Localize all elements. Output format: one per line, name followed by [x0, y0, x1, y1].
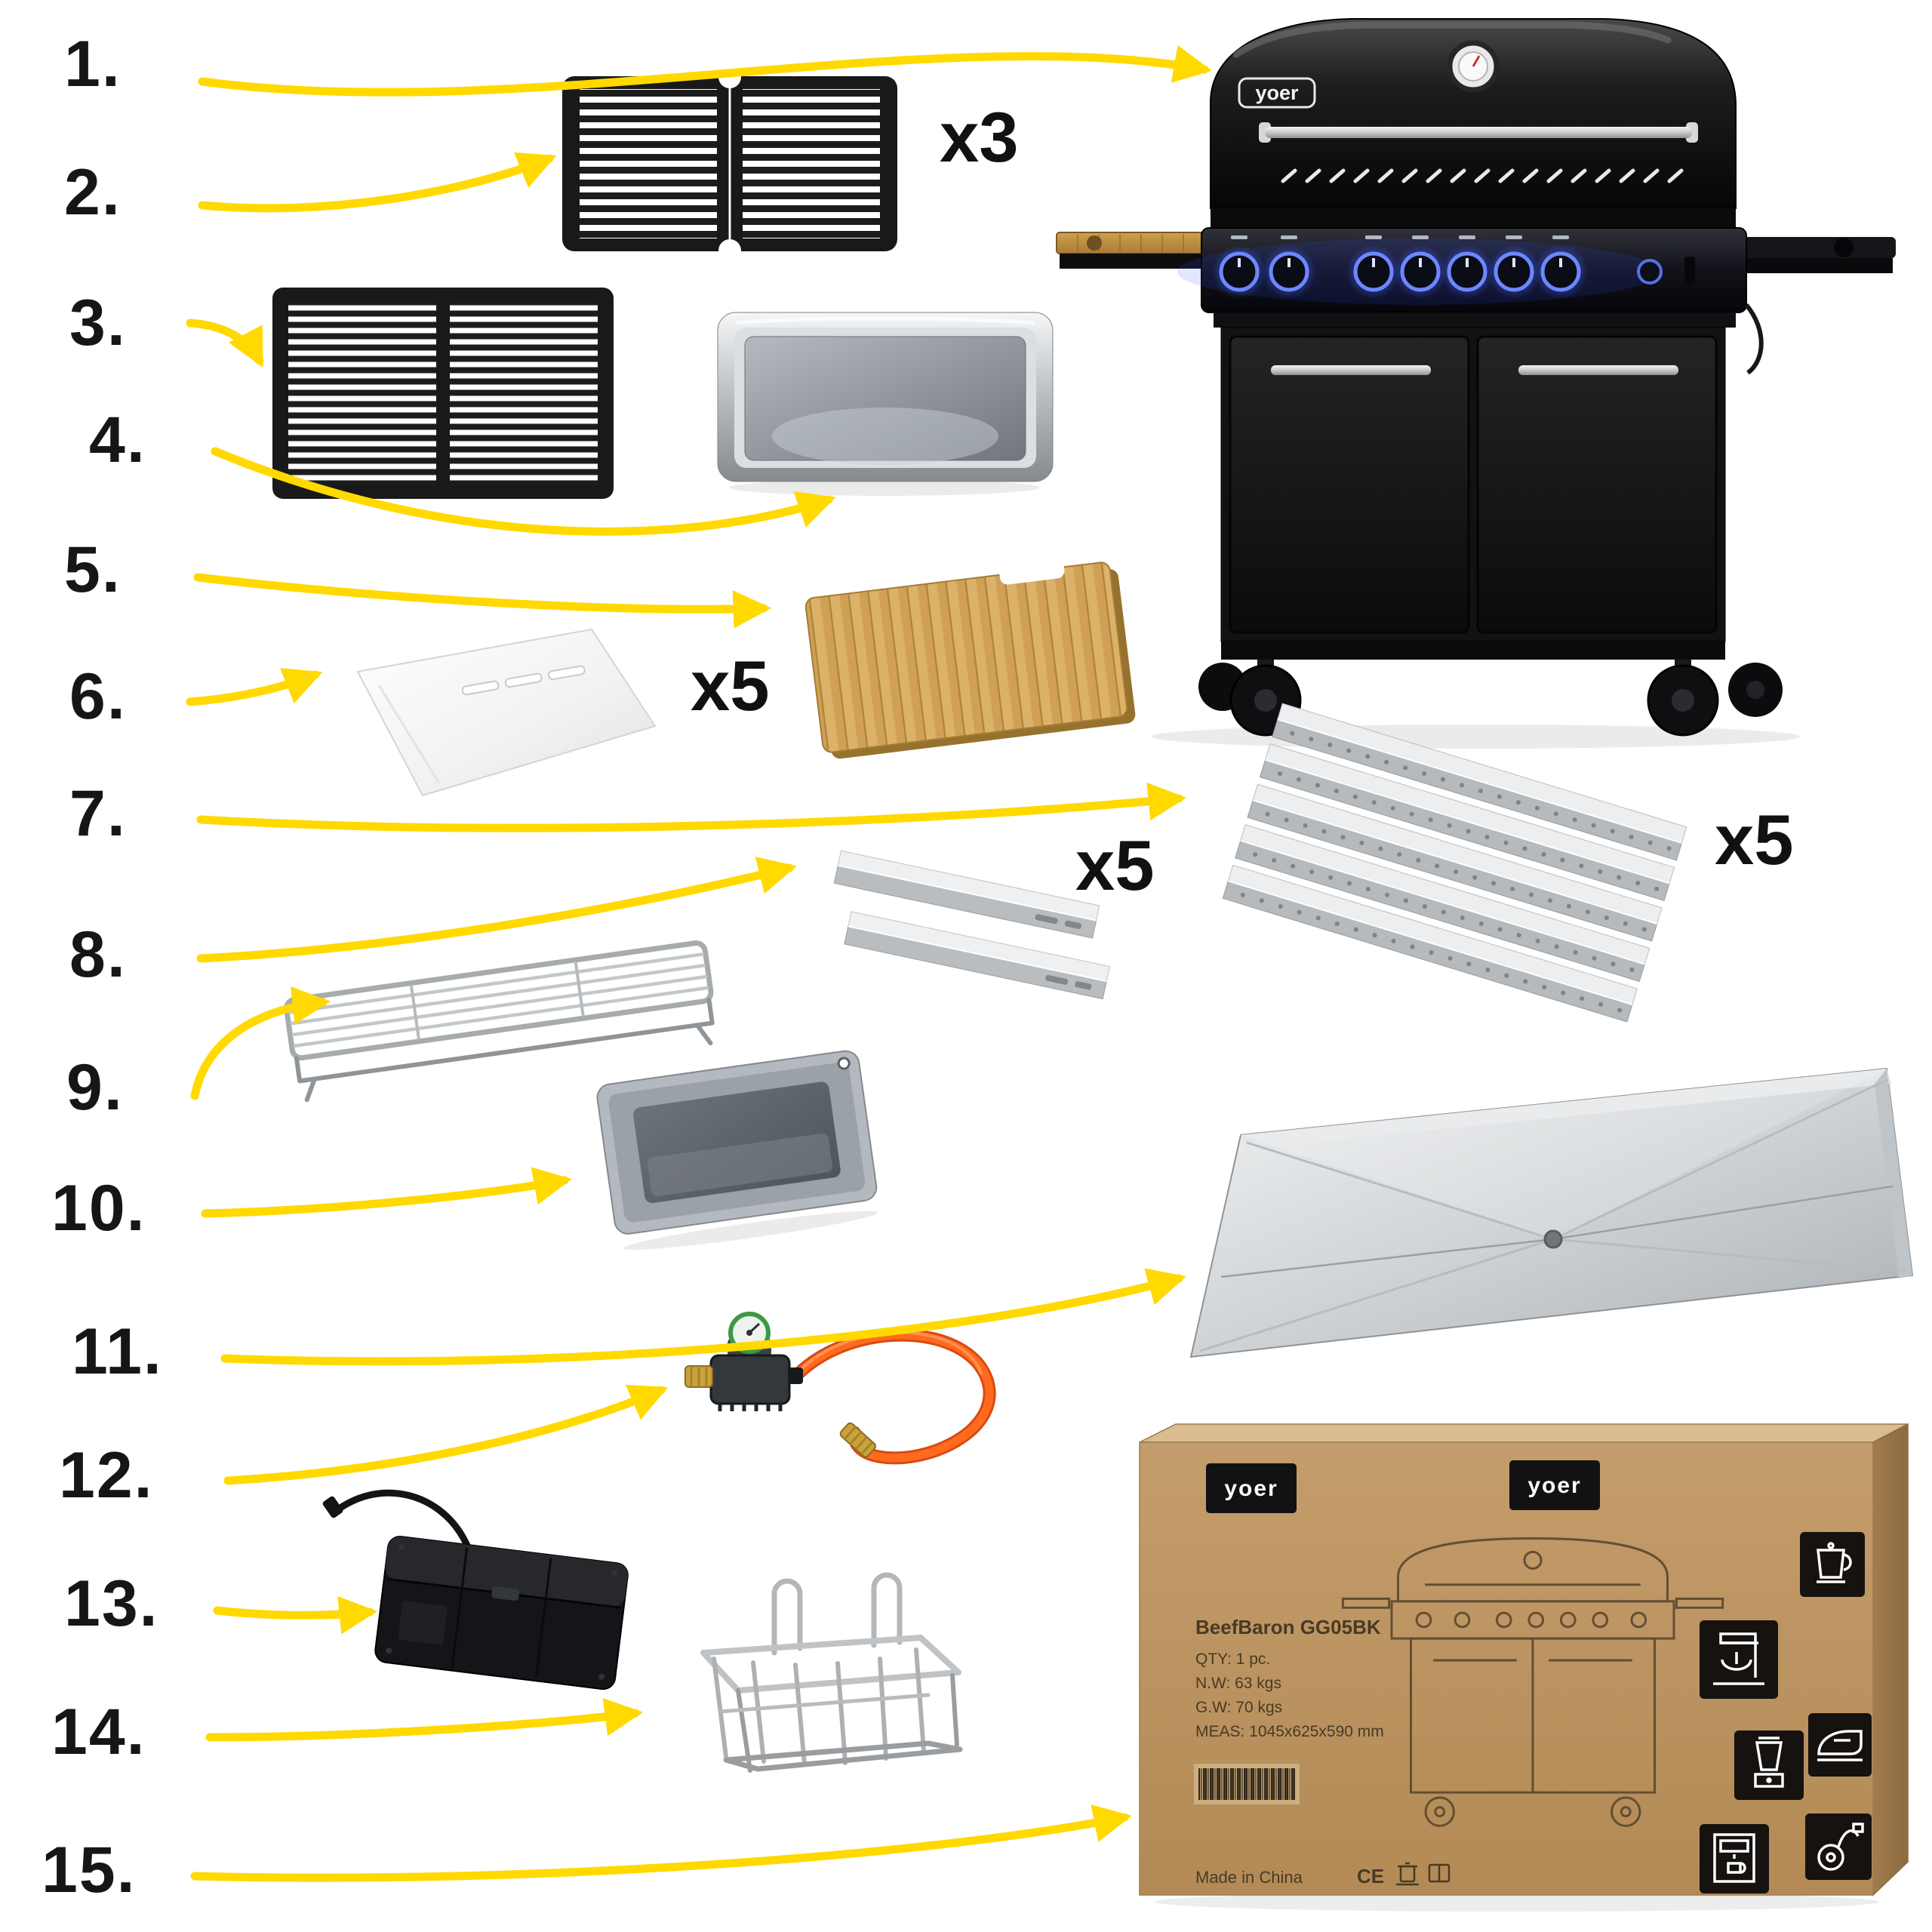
regulator-body [685, 1312, 803, 1411]
grease-tray-small [568, 1013, 903, 1258]
grill-brand-badge: yoer [1238, 77, 1316, 109]
callout-9-label: 9. [66, 1051, 124, 1124]
iron-icon [1808, 1713, 1872, 1777]
cooking-grate-small [560, 66, 900, 262]
callout-14-label: 14. [51, 1696, 146, 1768]
callout-8-label: 8. [69, 918, 127, 991]
arrow-6 [186, 668, 323, 706]
arrow-5 [193, 573, 772, 629]
quantity-flame-tamer: x5 [1715, 800, 1794, 879]
callout-4-label: 4. [89, 404, 146, 476]
grill-brand-text: yoer [1255, 82, 1299, 104]
drip-tray-large [1176, 1051, 1919, 1394]
box-spec-line-3: G.W: 70 kgs [1195, 1699, 1282, 1716]
box-brand-badge-left: yoer [1206, 1463, 1297, 1513]
stand-mixer-icon [1700, 1620, 1778, 1699]
callout-15-label: 15. [42, 1834, 137, 1906]
quantity-grate-small: x3 [940, 97, 1019, 177]
stainless-pan [706, 293, 1064, 498]
cabinet-door-right [1476, 335, 1718, 634]
box-spec-line-2: N.W: 63 kgs [1195, 1675, 1281, 1692]
callout-12-label: 12. [59, 1439, 154, 1512]
grill-vent-marks [1281, 168, 1684, 183]
blender-icon [1734, 1730, 1804, 1800]
thermometer-icon [1447, 40, 1500, 93]
ignition-button [1637, 259, 1663, 285]
made-in-text: Made in China [1195, 1868, 1303, 1887]
ce-mark-text: CE [1357, 1865, 1384, 1887]
weee-bin-icon [1396, 1862, 1419, 1886]
callout-13-label: 13. [64, 1567, 159, 1640]
callout-3-label: 3. [69, 287, 127, 359]
box-model-text: BeefBaron GG05BK [1195, 1616, 1381, 1638]
box-spec-line-4: MEAS: 1045x625x590 mm [1195, 1723, 1384, 1740]
vacuum-cleaner-icon [1805, 1814, 1872, 1880]
box-grill-line-art [1341, 1537, 1724, 1827]
grill-left-shelf-bamboo [1056, 232, 1213, 269]
coffee-machine-icon [1700, 1824, 1769, 1894]
grill-right-shelf [1721, 237, 1896, 273]
cooking-grate-large [270, 285, 616, 501]
callout-6-label: 6. [69, 660, 127, 733]
flame-tamer-set [1189, 702, 1721, 1026]
hanging-basket [648, 1531, 980, 1821]
heat-plate-set [801, 839, 1126, 1066]
callout-7-label: 7. [69, 777, 127, 850]
cabinet-door-left [1229, 335, 1470, 634]
callout-11-label: 11. [72, 1315, 163, 1388]
box-brand-right-text: yoer [1527, 1473, 1581, 1498]
box-brand-left-text: yoer [1224, 1476, 1278, 1501]
arrow-10 [201, 1167, 572, 1218]
box-spec-text: BeefBaron GG05BK QTY: 1 pc. N.W: 63 kgs … [1195, 1616, 1384, 1740]
gas-regulator-hose [655, 1289, 1017, 1489]
arrow-3 [186, 318, 264, 368]
grill-lid [1210, 18, 1737, 209]
brass-fitting [839, 1422, 876, 1458]
callout-2-label: 2. [64, 156, 122, 229]
kettle-icon [1800, 1532, 1865, 1597]
quantity-teflon-sheet: x5 [691, 646, 770, 725]
battery-control-box [311, 1466, 643, 1726]
cutting-board [789, 545, 1143, 764]
manual-icon [1428, 1863, 1451, 1883]
barcode [1194, 1764, 1300, 1804]
callout-1-label: 1. [64, 28, 122, 100]
gas-grill-photo: yoer [1041, 6, 1909, 761]
arrow-2 [198, 152, 557, 213]
burner-knobs [1212, 235, 1588, 299]
grill-mat-sheet [326, 613, 673, 803]
arrow-15 [190, 1804, 1132, 1882]
grill-lid-handle [1259, 122, 1698, 143]
box-pictograms [1700, 1532, 1872, 1894]
shipping-box: yoer yoer BeefBaron GG05BK QTY: 1 pc. N.… [1117, 1407, 1917, 1913]
callout-5-label: 5. [64, 534, 122, 606]
quantity-heat-plate: x5 [1075, 826, 1155, 905]
box-brand-badge-right: yoer [1509, 1460, 1600, 1510]
box-spec-line-1: QTY: 1 pc. [1195, 1651, 1270, 1668]
callout-10-label: 10. [51, 1172, 146, 1244]
